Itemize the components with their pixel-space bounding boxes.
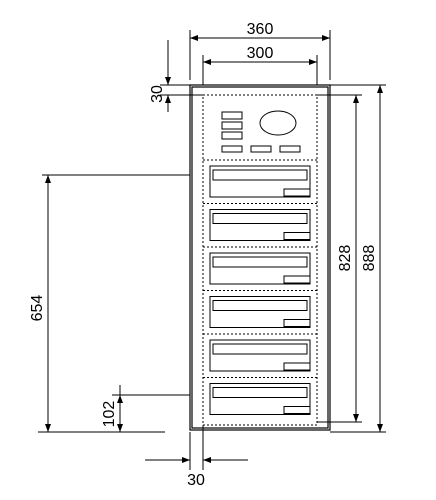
dim-bottom-margin: 30	[145, 425, 248, 489]
inner-dashed-border	[202, 94, 318, 426]
name-tag	[283, 188, 311, 197]
label-102: 102	[101, 401, 118, 428]
button-2	[221, 121, 243, 130]
speaker-icon	[259, 110, 297, 136]
name-tag	[283, 319, 311, 327]
cabinet	[189, 84, 331, 431]
dim-top-margin: 30	[149, 40, 203, 112]
label-360: 360	[247, 21, 274, 38]
outer-frame-inner-line	[191, 86, 329, 429]
bottom-button-1	[221, 145, 243, 153]
mail-slot	[203, 159, 317, 198]
mail-slot	[203, 333, 317, 372]
slot-door	[209, 339, 311, 372]
slot-door	[209, 209, 311, 241]
slot-opening	[212, 213, 308, 224]
slot-door	[209, 165, 311, 198]
dim-mount-height: 654	[29, 174, 190, 433]
mail-slots	[203, 159, 317, 415]
button-3	[221, 131, 243, 140]
name-tag	[283, 275, 311, 284]
mail-slot	[203, 290, 317, 328]
mail-slot	[203, 246, 317, 285]
bottom-button-2	[250, 145, 272, 153]
mail-slot	[203, 377, 317, 415]
slot-opening	[212, 256, 308, 268]
mail-slot	[203, 203, 317, 241]
dim-overall-width: 360	[189, 21, 331, 80]
slot-door	[209, 296, 311, 328]
dim-overall-height: 888	[330, 84, 386, 433]
slot-door	[209, 252, 311, 285]
outer-frame	[189, 84, 331, 431]
name-tag	[283, 406, 311, 414]
label-654: 654	[29, 295, 46, 322]
slot-opening	[212, 300, 308, 311]
label-300: 300	[247, 45, 274, 62]
dim-bottom-offset: 102	[101, 385, 190, 432]
label-top-30: 30	[149, 85, 166, 103]
slot-door	[209, 383, 311, 415]
dim-inner-height: 828	[317, 94, 362, 423]
name-tag	[283, 232, 311, 240]
slot-opening	[212, 387, 308, 398]
slot-opening	[212, 169, 308, 181]
name-tag	[283, 362, 311, 371]
intercom-panel	[221, 110, 301, 153]
button-1	[221, 111, 243, 120]
label-bottom-30: 30	[187, 472, 205, 489]
dim-inner-width: 300	[202, 45, 318, 85]
slot-opening	[212, 343, 308, 355]
label-888: 888	[361, 245, 378, 272]
label-828: 828	[337, 245, 354, 272]
bottom-button-3	[279, 145, 301, 153]
